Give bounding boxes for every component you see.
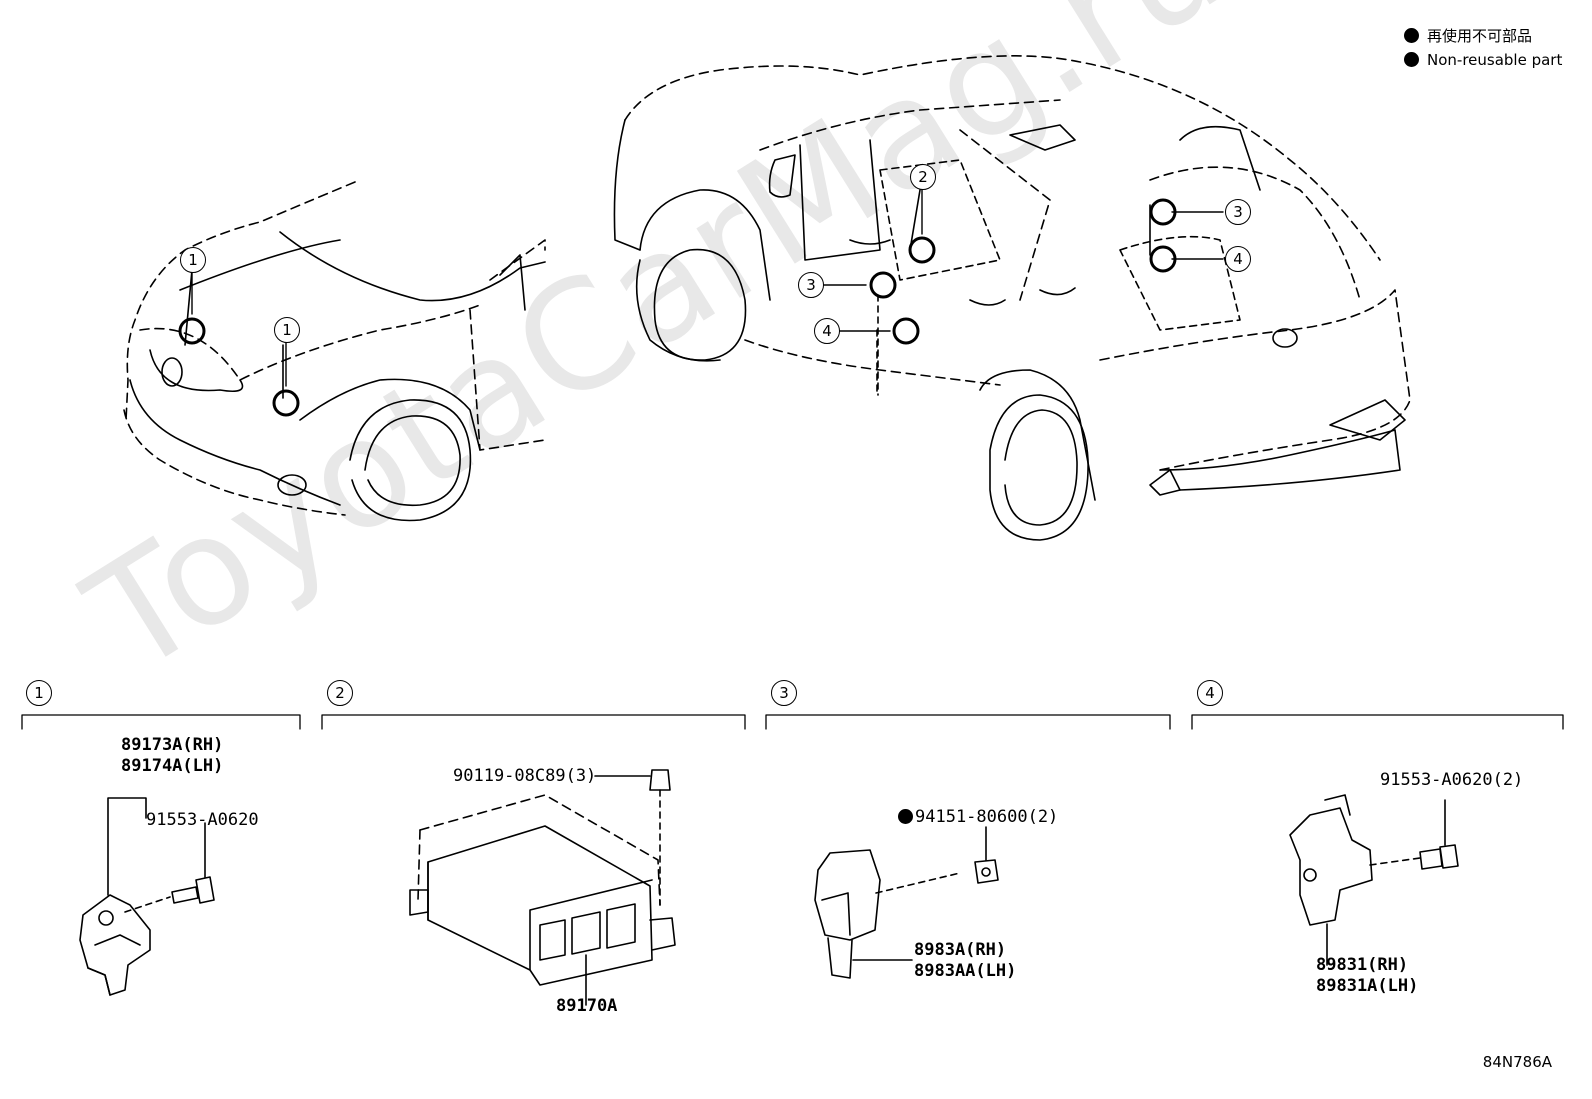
car-front-icon [123,181,546,522]
callout-4-right: 4 [1225,246,1251,272]
figure-code: 84N786A [1482,1053,1552,1071]
callout-4-left: 4 [814,318,840,344]
part-number-label: 94151-80600(2) [898,807,1058,828]
non-reusable-dot-icon [898,809,913,824]
legend-non-reusable-en: Non-reusable part [1404,48,1562,72]
rear-sensor-icon [1289,794,1459,966]
part-number-label: 89831A(LH) [1316,976,1419,996]
callout-2: 2 [910,164,936,190]
non-reusable-dot-icon [1404,52,1419,67]
section-brackets [21,714,1564,730]
part-number-label: 89170A [556,996,618,1016]
part-number-label: 8983AA(LH) [914,961,1017,981]
section-2-number: 2 [327,680,353,706]
bolt-icon [171,822,215,904]
callout-1-left: 1 [180,247,206,273]
front-sensor-icon [79,797,171,996]
part-number-label: 89174A(LH) [121,756,224,776]
legend-non-reusable-jp: 再使用不可部品 [1404,24,1532,48]
callout-1-right: 1 [274,317,300,343]
section-1-number: 1 [26,680,52,706]
part-number-label: 89831(RH) [1316,955,1409,975]
car-interior-icon [613,55,1411,541]
part-number-label: 89173A(RH) [121,735,224,755]
section-3-number: 3 [771,680,797,706]
callout-3-right: 3 [1225,199,1251,225]
callout-3-left: 3 [798,272,824,298]
airbag-ecu-icon [409,769,676,1006]
nut-icon [974,859,999,884]
part-number-label: 91553-A0620 [146,810,259,830]
part-number-label: 91553-A0620(2) [1380,770,1524,790]
section-4-number: 4 [1197,680,1223,706]
part-number-label: 90119-08C89(3) [453,766,597,786]
part-number-label: 8983A(RH) [914,940,1007,960]
location-markers [178,187,1224,417]
side-sensor-icon [814,826,987,979]
non-reusable-dot-icon [1404,28,1419,43]
